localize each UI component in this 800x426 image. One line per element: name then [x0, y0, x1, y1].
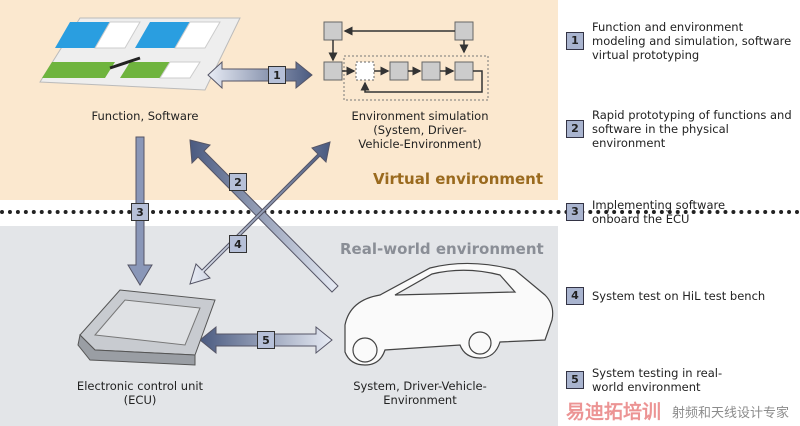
watermark-subtitle: 射频和天线设计专家: [672, 406, 790, 421]
legend-text: System test on HiL test bench: [592, 289, 766, 303]
legend-text: Function and environment modeling and si…: [592, 20, 792, 62]
legend-text: System testing in real-world environment: [592, 366, 723, 394]
environment-simulation-label: Environment simulation (System, Driver- …: [351, 109, 489, 151]
legend-badge: 5: [566, 371, 584, 389]
legend-badge: 3: [566, 203, 584, 221]
legend-badge: 2: [566, 120, 584, 138]
legend-item-1: 1 Function and environment modeling and s…: [566, 20, 796, 62]
arrow-4: [189, 141, 331, 285]
arrow-number-1: 1: [268, 66, 286, 84]
watermark: 易迪拓培训: [566, 401, 662, 423]
arrow-number-4: 4: [229, 235, 247, 253]
arrow-number-3: 3: [131, 203, 149, 221]
function-software-label: Function, Software: [91, 109, 199, 123]
legend-text: Implementing software onboard the ECU: [592, 198, 726, 226]
ecu-label: Electronic control unit (ECU): [76, 379, 204, 407]
environment-simulation-illustration: [323, 21, 489, 101]
legend-badge: 1: [566, 32, 584, 50]
legend-item-5: 5 System testing in real-world environmen…: [566, 366, 796, 394]
legend-item-4: 4 System test on HiL test bench: [566, 287, 796, 305]
virtual-environment-title: Virtual environment: [373, 170, 544, 188]
arrow-1: [207, 60, 313, 90]
arrow-2: [189, 139, 339, 293]
real-world-environment-title: Real-world environment: [340, 240, 544, 258]
system-dve-label: System, Driver-Vehicle- Environment: [353, 379, 487, 407]
arrow-number-5: 5: [257, 331, 275, 349]
legend-item-3: 3 Implementing software onboard the ECU: [566, 198, 796, 226]
legend-badge: 4: [566, 287, 584, 305]
legend-item-2: 2 Rapid prototyping of functions and soft…: [566, 108, 796, 150]
zone-divider: [0, 210, 800, 214]
legend-text: Rapid prototyping of functions and softw…: [592, 108, 792, 150]
ecu-illustration: [77, 289, 216, 366]
arrow-number-2: 2: [229, 173, 247, 191]
car-illustration: [344, 262, 554, 366]
function-software-illustration: [39, 17, 241, 91]
